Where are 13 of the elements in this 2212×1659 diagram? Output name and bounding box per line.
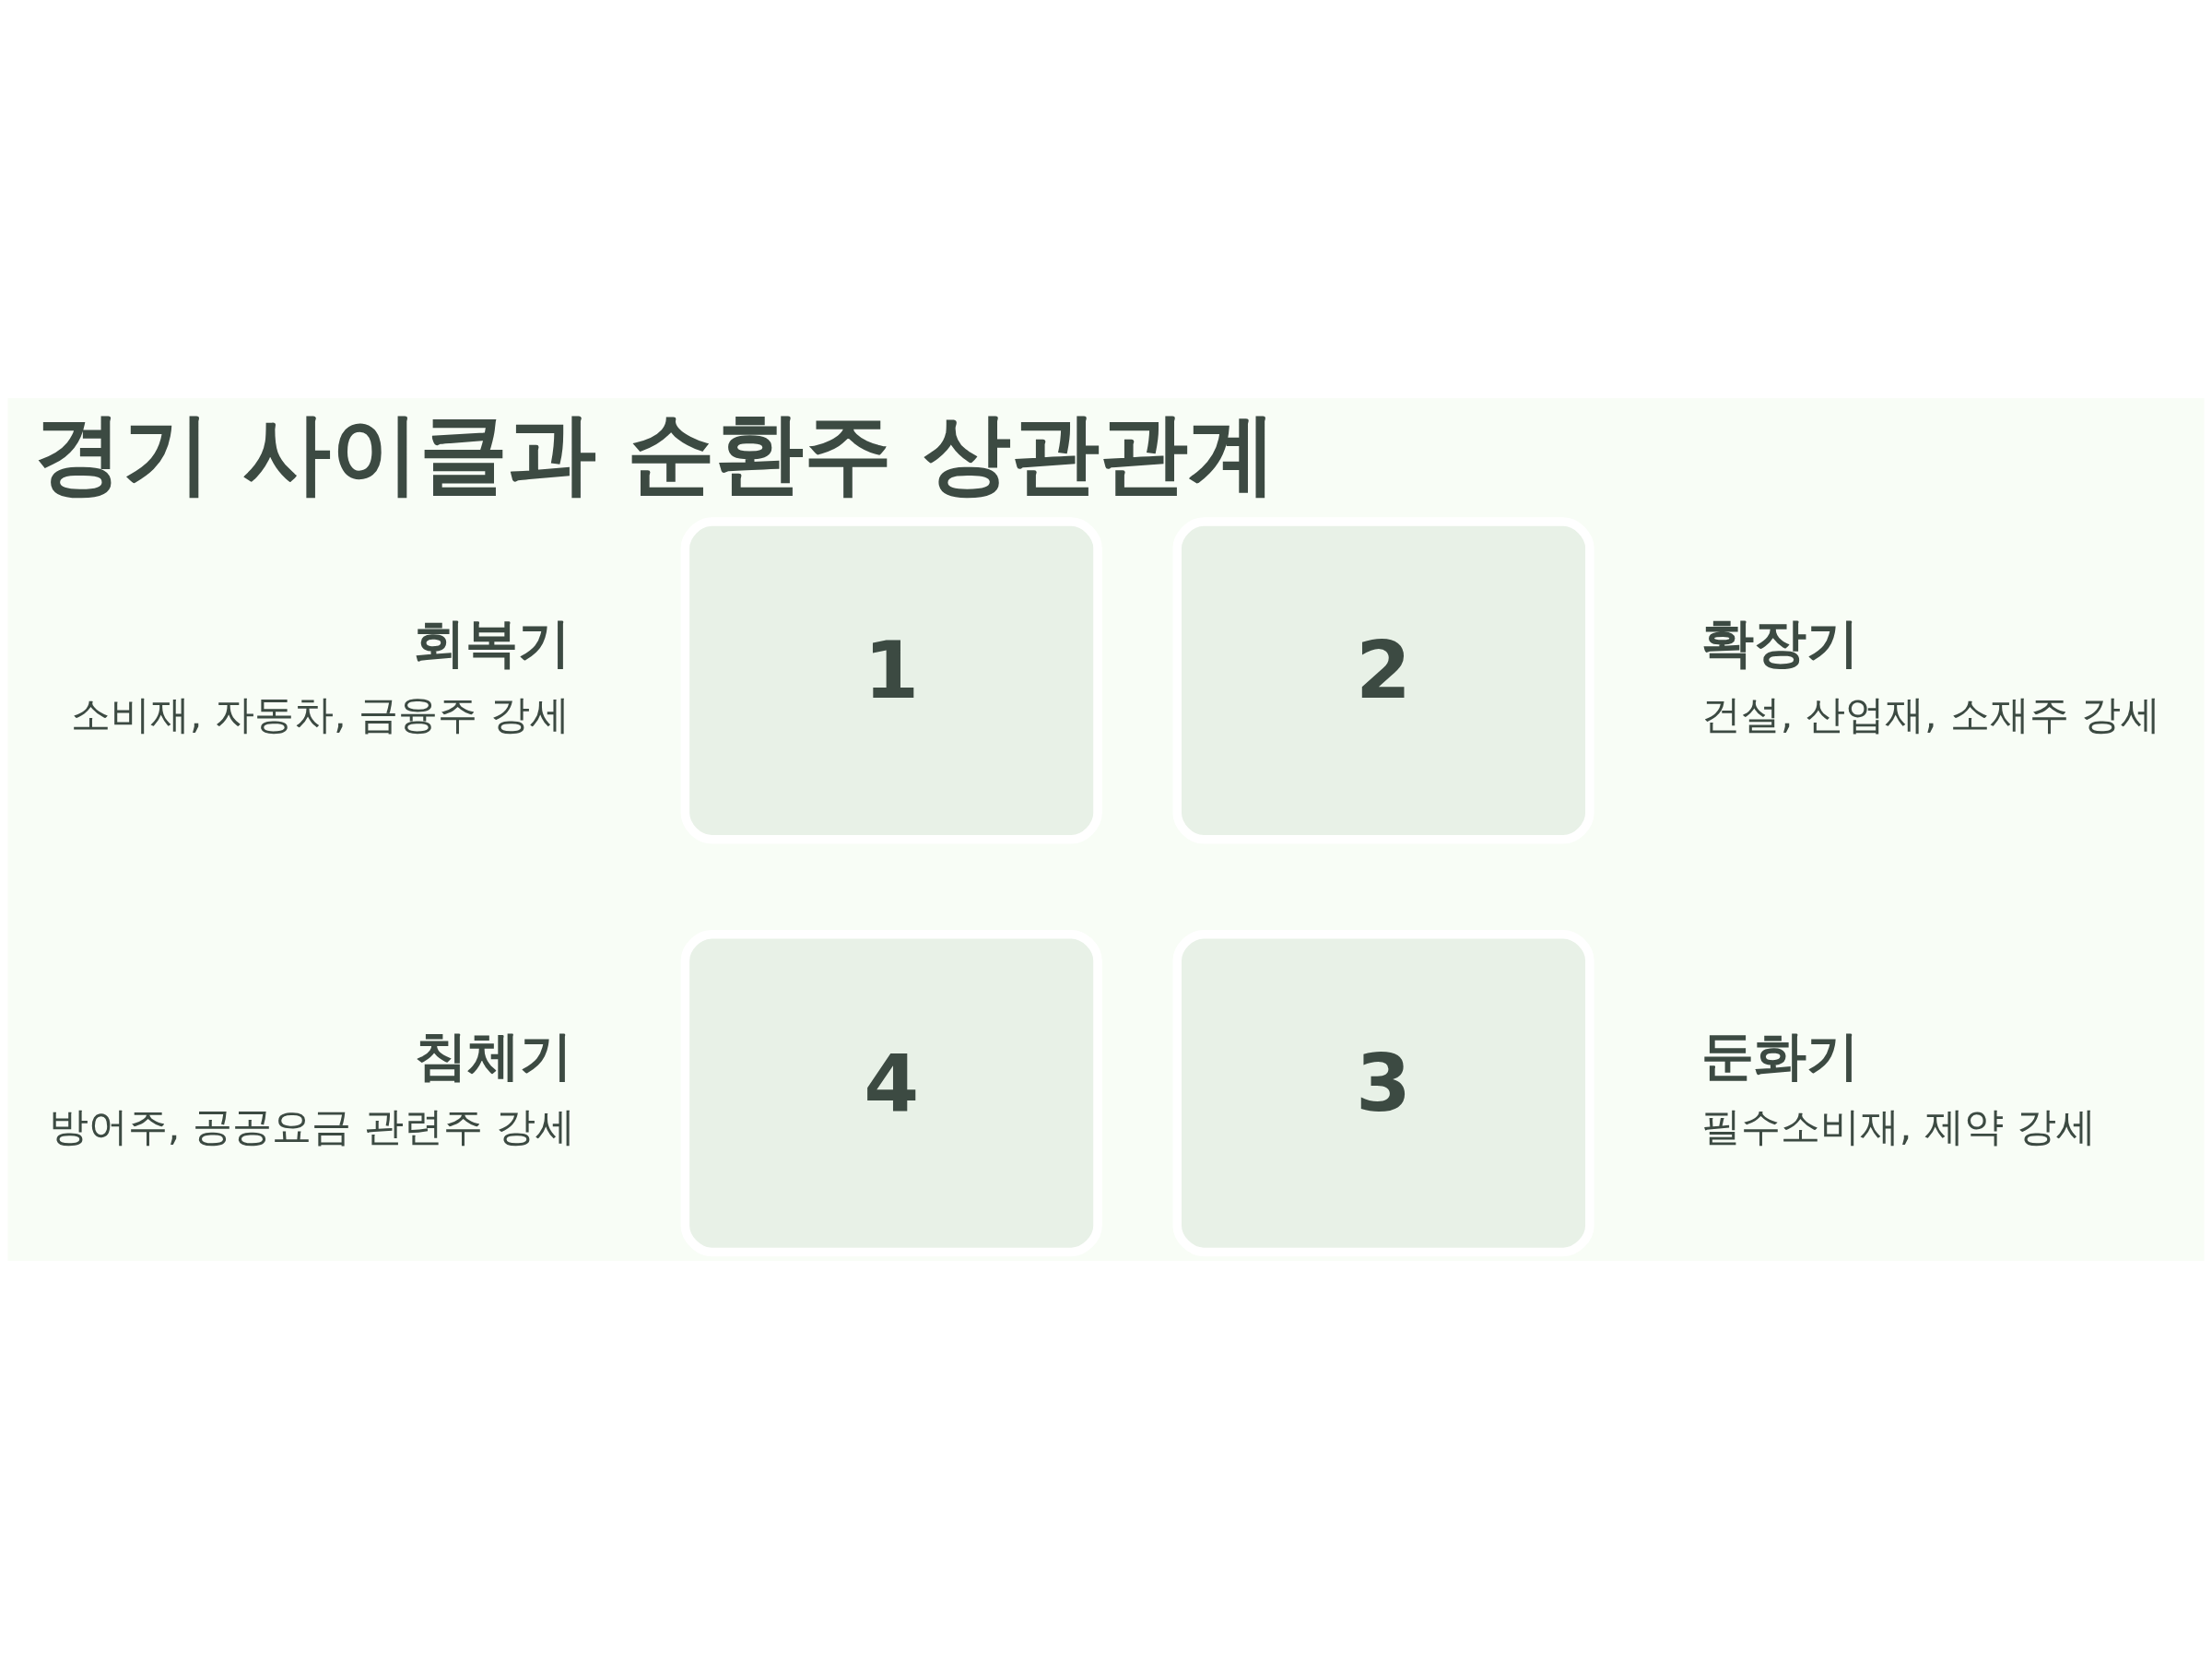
node-label: 필수소비재, 제약 강세 xyxy=(1700,1103,2096,1150)
node-label: 회복기 xyxy=(412,612,571,675)
node-box: 4 xyxy=(680,929,1102,1257)
node-label: 침체기 xyxy=(415,1025,573,1087)
node-box: 3 xyxy=(1172,929,1594,1257)
node-label: 방어주, 공공요금 관련주 강세 xyxy=(48,1103,575,1150)
node-box: 2 xyxy=(1172,517,1594,844)
node-label: 소비재, 자동차, 금융주 강세 xyxy=(70,690,571,737)
node-box: 1 xyxy=(680,517,1102,844)
node-label: 둔화기 xyxy=(1700,1025,1859,1087)
node-label: 확장기 xyxy=(1700,612,1859,675)
node-label: 건설, 산업재, 소재주 강세 xyxy=(1700,690,2161,737)
diagram-title: 경기 사이클과 순환주 상관관계 xyxy=(34,402,1277,506)
